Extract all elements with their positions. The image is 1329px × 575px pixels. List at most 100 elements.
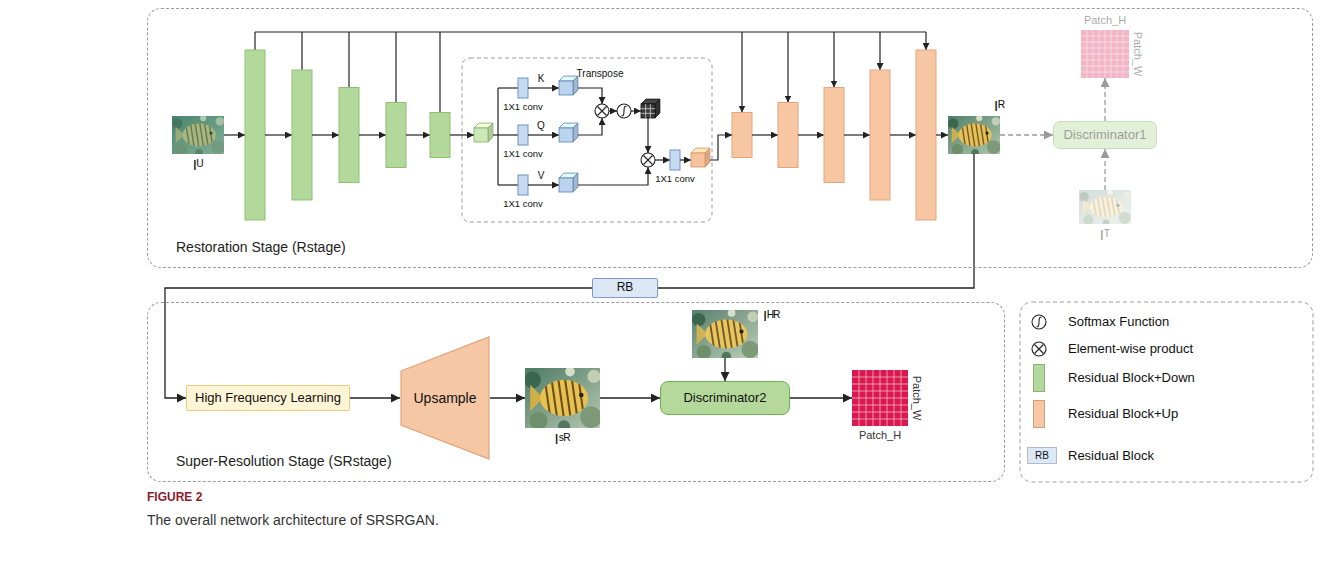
legend-label: Residual Block+Down [1068,371,1195,386]
cube-face [573,123,578,142]
fish-stripe [976,122,980,149]
flow-line [359,134,386,135]
feature-cube [559,76,578,95]
image-illustration [692,310,758,358]
attention-map-cube [641,99,660,118]
flow-line [752,134,778,135]
bottleneck-cube [474,123,493,142]
skip-line [741,32,742,113]
cube-face [474,128,488,142]
legend-label: Residual Block [1068,448,1154,463]
softmax-symbol [617,104,631,118]
conv-label: 1X1 conv [655,174,695,185]
upsample-trapezoid: Upsample [400,336,490,460]
attention-branch-label: K [538,73,545,85]
fish-stripe [551,377,557,419]
skip-line [301,32,302,70]
cube-face [559,81,573,95]
flow-line [493,134,518,135]
patch-grid-line [1123,30,1124,78]
image-illustration [172,116,224,154]
output-cube [691,148,710,167]
cube-face [641,104,655,118]
reef-rock [565,368,575,376]
patch-grid-line [1081,54,1129,55]
cube-face [655,99,660,118]
trapezoid-shape [401,337,489,459]
flow-line [312,134,339,135]
patch-dimension-label: Patch_W [910,376,923,421]
reef-rock [580,406,600,428]
attention-module [462,58,712,222]
flow-line [265,134,292,135]
image-label: Iᴿ [994,97,1005,114]
adversarial-link [1000,134,1053,135]
fish-stripe [727,317,732,351]
stage-title: Restoration Stage (Rstage) [176,239,346,255]
restored-image: Iᴿ [948,116,1000,154]
skip-line [879,32,880,70]
patch-grid-line [1117,30,1118,78]
patch-grid-line [1111,30,1112,78]
image-illustration [1079,190,1131,224]
cube-face [691,153,705,167]
image-label: Iˢᴿ [554,430,570,447]
flow-line [528,87,559,88]
reef-rock [976,116,982,121]
cube-face [559,128,573,142]
box-label: Discriminator1 [1063,128,1146,143]
skip-line [787,32,788,103]
reef-rock [558,420,570,428]
flow-line [578,118,602,135]
flow-line [609,110,617,111]
image-illustration [948,116,1000,154]
flow-line [655,159,670,160]
reef-rock [987,140,1000,154]
flow-line [647,118,648,153]
flow-line [710,135,732,160]
flow-line [406,134,430,135]
patch-grid-line [852,412,908,413]
attention-branch-label: Q [537,120,545,132]
fish-stripe [709,317,714,351]
patch-grid [852,370,908,426]
reef-rock [948,118,959,129]
symbol-curve [1037,317,1042,326]
encoder-block [339,88,359,183]
symbol-cross [644,156,653,165]
cube-grid [641,108,655,109]
reef-rock [741,341,758,358]
symbol-cross [1035,345,1044,354]
flow-line [680,159,691,160]
fish-stripe [565,377,571,419]
fish-stripes [962,122,990,149]
flow-line [890,134,916,135]
element-wise-product-symbol [641,153,655,167]
flow-line [498,87,518,88]
encoder-block [430,113,450,158]
image-label: Iᵀ [1100,226,1111,243]
patch-grid-fill [852,370,908,426]
adversarial-link [1104,149,1105,190]
patch-grid-fill [1081,30,1129,78]
fish-stripes [709,317,744,351]
symbol-circle [641,153,655,167]
feature-cube [559,123,578,142]
fish-stripe [966,122,970,149]
operation-label: Transpose [577,68,624,80]
conv-block [518,125,528,145]
conv-block [670,150,680,170]
architecture-art-group [224,32,1313,482]
fish-eye [579,393,584,398]
encoder-block [292,70,312,200]
flow-arrow [490,397,525,398]
patch-grid-line [894,370,895,426]
flow-line [498,184,518,185]
stage-title: Super-Resolution Stage (SRstage) [176,453,392,469]
symbol-circle [595,104,609,118]
symbol-circle [1032,342,1046,356]
skip-line [925,32,926,50]
symbol-circle [617,104,631,118]
flow-line [497,88,498,185]
input-image: Iᵁ [172,116,224,154]
